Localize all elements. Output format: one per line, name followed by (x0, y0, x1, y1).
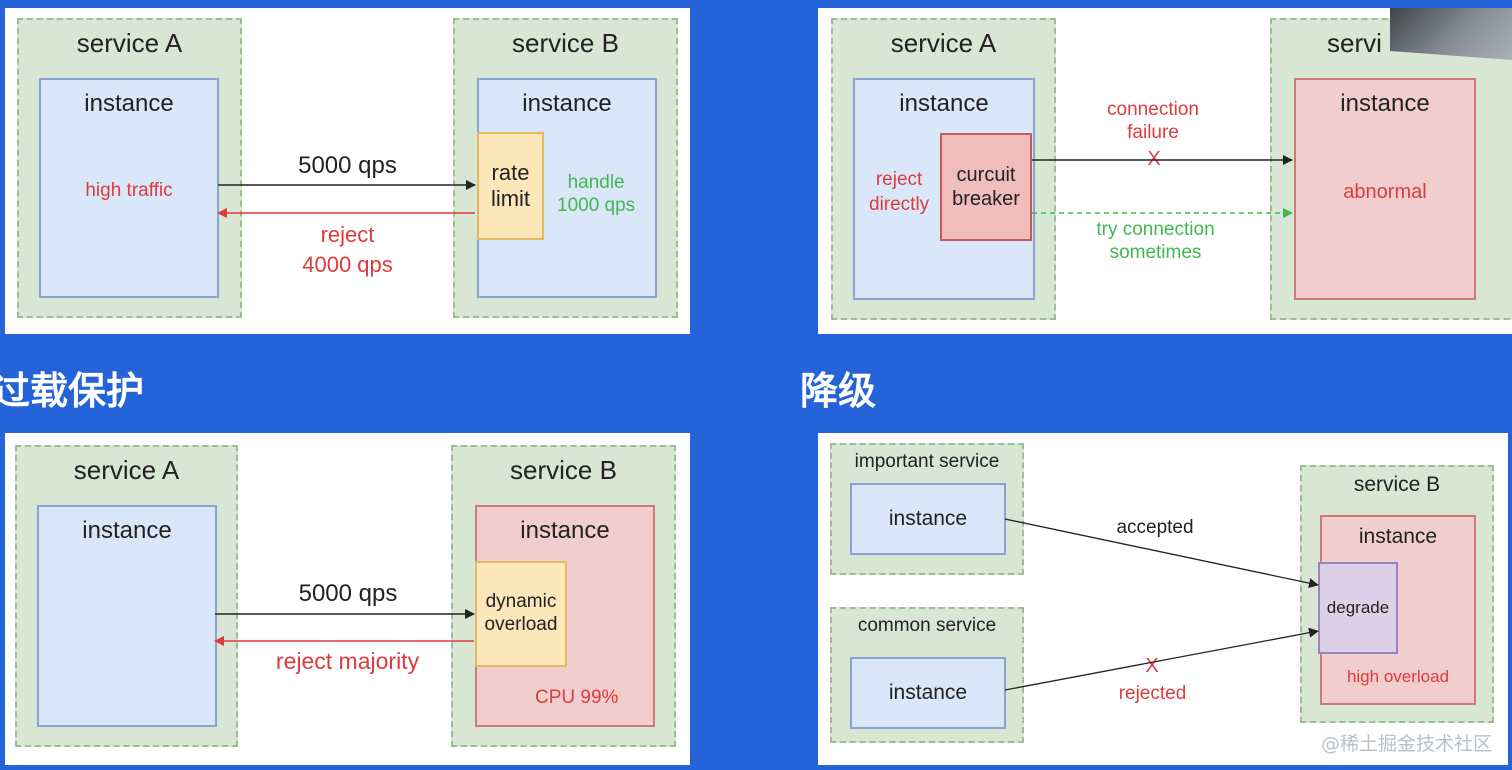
circuit-breaker-box: curcuit breaker (940, 133, 1032, 241)
service-a-title: service A (73, 455, 180, 485)
service-b-title: service B (510, 455, 617, 485)
degrade-heading: 降级 (800, 369, 877, 413)
instance-label: instance (1340, 90, 1430, 117)
instance-label: instance (888, 681, 968, 704)
request-rate-label: 5000 qps (298, 580, 398, 607)
high-overload-label: high overload (1346, 667, 1450, 686)
rate-limit-box: rate limit (477, 132, 544, 240)
dynamic-overload-box: dynamic overload (475, 561, 567, 667)
rejected-arrow (1004, 627, 1319, 691)
cpu-usage-label: CPU 99% (535, 687, 619, 708)
instance-label: instance (888, 507, 968, 530)
accepted-arrow (1004, 518, 1319, 589)
rate-limit-panel: service A instance high traffic service … (5, 8, 690, 334)
high-traffic-label: high traffic (85, 180, 173, 201)
important-service-instance: instance (850, 483, 1006, 555)
common-service-instance: instance (850, 657, 1006, 729)
service-b-title: servi (1327, 28, 1382, 58)
reject-rate-label: reject 4000 qps (302, 222, 393, 277)
degrade-box: degrade (1318, 562, 1398, 654)
instance-label: instance (1358, 525, 1438, 548)
circuit-breaker-panel: service A instance reject directly curcu… (818, 8, 1512, 334)
important-service-title: important service (854, 451, 1000, 472)
instance-label: instance (84, 90, 174, 117)
instance-label: instance (522, 90, 612, 117)
service-b-instance: instance abnormal (1294, 78, 1476, 300)
connection-failure-label: connection failure (1107, 99, 1199, 143)
common-service-container: common service instance (830, 607, 1024, 743)
reject-majority-label: reject majority (275, 648, 420, 674)
failure-x-mark: X (1147, 148, 1161, 170)
service-a-instance: instance (37, 505, 217, 727)
service-a-container: service A instance (15, 445, 238, 747)
service-a-container: service A instance high traffic (17, 18, 242, 318)
instance-label: instance (899, 90, 989, 117)
abnormal-label: abnormal (1343, 181, 1427, 203)
service-b-container: service B instance handle 1000 qps (453, 18, 678, 318)
service-a-title: service A (76, 28, 183, 58)
service-b-container: servi instance abnormal (1270, 18, 1512, 320)
watermark: @稀土掘金技术社区 (1320, 733, 1492, 755)
instance-label: instance (82, 517, 172, 544)
degrade-panel: important service instance common servic… (818, 433, 1508, 765)
common-service-title: common service (857, 615, 997, 636)
important-service-container: important service instance (830, 443, 1024, 575)
try-connection-label: try connection sometimes (1096, 219, 1215, 263)
rejected-x-mark: X (1145, 655, 1159, 677)
overload-protection-heading: 过载保护 (0, 369, 145, 413)
corner-overlay-image (1390, 8, 1512, 60)
reject-directly-label: reject directly (869, 169, 930, 215)
handle-capacity-label: handle 1000 qps (557, 172, 636, 216)
service-b-title: service B (512, 28, 619, 58)
overload-panel: service A instance service B instance CP… (5, 433, 690, 765)
service-a-title: service A (890, 28, 997, 58)
service-a-instance: instance high traffic (39, 78, 219, 298)
accepted-label: accepted (1116, 517, 1194, 538)
service-b-title: service B (1353, 473, 1441, 496)
instance-label: instance (520, 517, 610, 544)
request-rate-label: 5000 qps (298, 152, 397, 179)
rejected-label: rejected (1118, 683, 1187, 704)
